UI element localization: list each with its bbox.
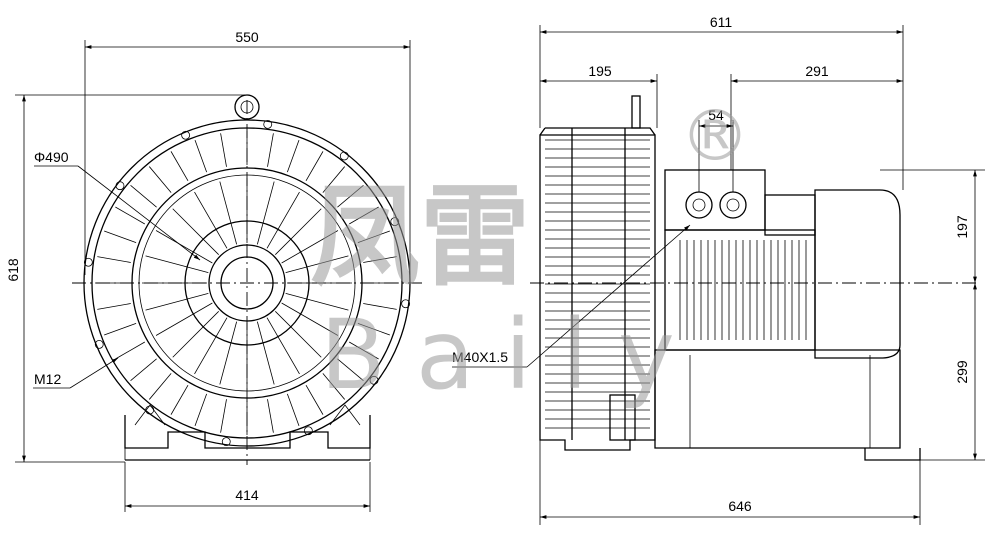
motor-fan-cover: [814, 189, 901, 359]
dim-front-width: 550: [235, 29, 259, 45]
side-cooling-fins: [545, 139, 650, 429]
watermark: 凤雷 ® Baily: [310, 95, 750, 411]
bolt-hole: [181, 130, 191, 140]
dim-base-width: 414: [235, 487, 259, 503]
bolt-hole: [263, 119, 273, 129]
side-blower-housing: [539, 134, 656, 451]
hub-outer: [208, 244, 286, 322]
side-outlet-pipe: [609, 394, 636, 441]
bolt-hole: [339, 151, 349, 161]
watermark-chinese: 凤雷: [310, 173, 530, 301]
side-base-frame: [654, 349, 901, 449]
label-mount-thread: M12: [34, 371, 61, 387]
bolt-hole: [390, 217, 400, 227]
bolt-hole: [145, 405, 155, 415]
dim-upper-height: 197: [954, 215, 970, 239]
front-view: 550 618 Φ490 M12 414: [5, 29, 425, 512]
dim-front-height: 618: [5, 258, 21, 282]
port-block: [664, 169, 766, 231]
dim-side-front-width: 195: [588, 63, 612, 79]
watermark-latin: Baily: [320, 299, 705, 411]
bolt-hole: [221, 437, 231, 447]
dim-overall-length: 646: [728, 498, 752, 514]
bolt-hole: [303, 426, 313, 436]
dim-side-rear-width: 291: [805, 63, 829, 79]
dim-side-total-width: 611: [710, 14, 733, 30]
front-base: [124, 415, 371, 449]
side-view: 611 195 291 54 M40X1.5 197 299 646: [452, 14, 985, 525]
port-inlet: [685, 191, 713, 219]
watermark-registered: ®: [680, 95, 750, 177]
port-outlet: [719, 191, 747, 219]
dim-lower-height: 299: [954, 360, 970, 384]
motor-fins: [679, 240, 807, 340]
impeller-ribs: [95, 131, 399, 435]
bolt-hole: [401, 299, 411, 309]
bolt-hole: [369, 375, 379, 385]
bolt-hole: [115, 181, 125, 191]
hub-inner: [220, 256, 274, 310]
bolt-hole: [83, 257, 93, 267]
bolt-hole: [94, 339, 104, 349]
dim-impeller-diameter: Φ490: [34, 149, 69, 165]
side-lifting-lug: [631, 95, 641, 129]
label-port-thread: M40X1.5: [452, 349, 508, 365]
dim-port-spacing: 54: [708, 107, 724, 123]
front-housing-outline: [83, 119, 411, 447]
